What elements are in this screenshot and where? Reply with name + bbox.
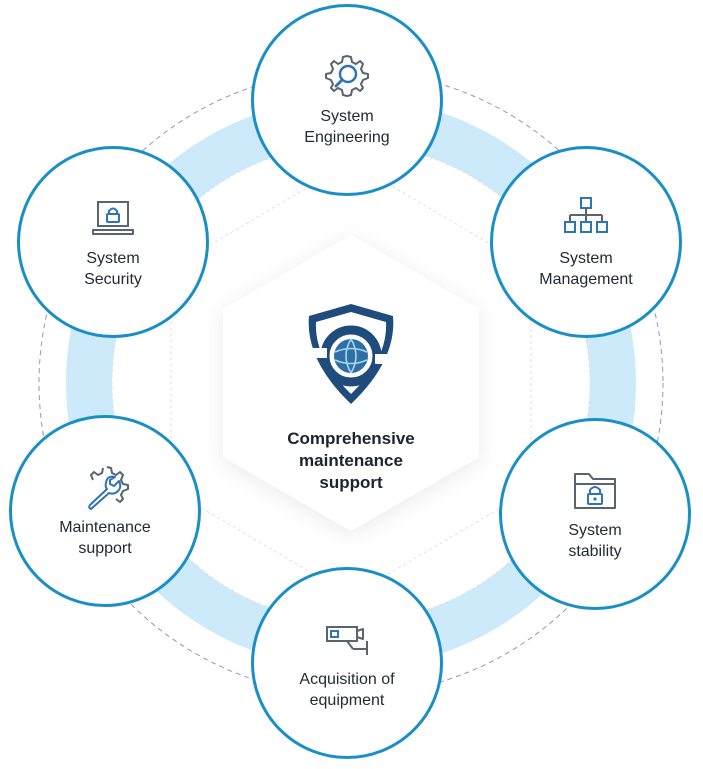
node-label: System Security [84, 250, 142, 288]
hierarchy-icon [564, 197, 608, 233]
node-label: System Management [539, 250, 633, 288]
node-system-engineering[interactable]: System Engineering [251, 4, 443, 196]
node-label: System stability [568, 522, 622, 560]
node-system-stability[interactable]: System stability [499, 418, 691, 610]
laptop-lock-icon [92, 201, 134, 235]
node-system-security[interactable]: System Security [17, 146, 209, 338]
center-label: Comprehensive maintenance support [287, 429, 415, 492]
node-acquisition-of-equipment[interactable]: Acquisition of equipment [251, 567, 443, 759]
node-maintenance-support[interactable]: Maintenance support [9, 415, 201, 607]
inner-dashed-circle [111, 143, 591, 623]
node-label: Maintenance support [59, 519, 151, 557]
gear-search-icon [325, 55, 369, 97]
folder-lock-icon [574, 473, 616, 509]
shield-globe-icon [305, 304, 397, 404]
node-system-management[interactable]: System Management [490, 146, 682, 338]
gear-wrench-icon [88, 466, 129, 510]
cctv-camera-icon [326, 626, 368, 655]
node-label: Acquisition of equipment [299, 671, 395, 709]
node-label: System Engineering [304, 108, 390, 146]
